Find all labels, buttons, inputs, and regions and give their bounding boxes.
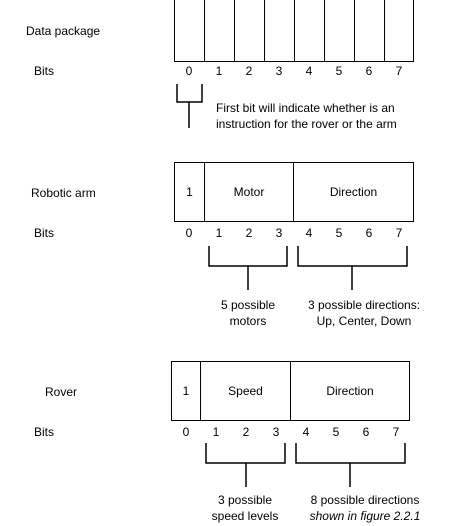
- data-package-bit-cell: [205, 0, 235, 61]
- motors-note-line: motors: [229, 314, 267, 328]
- arm-directions-note-line: 3 possible directions:: [307, 298, 421, 312]
- bit-number: 1: [212, 425, 220, 439]
- bit-number: 0: [182, 425, 190, 439]
- arm-motor-bits-bracket: [208, 246, 288, 290]
- speed-note-line: 3 possible: [217, 493, 273, 507]
- arm-motor-field: Motor: [205, 163, 294, 221]
- bit-number: 6: [365, 226, 373, 240]
- bit-number: 1: [215, 64, 223, 78]
- bit-number: 0: [185, 226, 193, 240]
- bit-number: 3: [275, 64, 283, 78]
- data-package-bit-cell: [295, 0, 325, 61]
- bit-number: 7: [395, 226, 403, 240]
- bit-number: 2: [245, 64, 253, 78]
- bit-number: 3: [275, 226, 283, 240]
- data-package-bit-cell: [325, 0, 355, 61]
- arm-direction-field: Direction: [329, 185, 378, 199]
- data-package-bit-cell: [385, 0, 413, 61]
- bit-number: 7: [392, 425, 400, 439]
- robotic-arm-byte-box: 1 Motor Direction: [174, 162, 414, 222]
- bit-number: 5: [335, 64, 343, 78]
- rover-flag-field: 1: [172, 362, 201, 420]
- speed-note-line: speed levels: [211, 509, 279, 523]
- bit-number: 4: [305, 226, 313, 240]
- data-package-bit-cell: [235, 0, 265, 61]
- rover-direction-bits-bracket: [295, 443, 406, 487]
- rover-speed-field: Speed: [201, 362, 291, 420]
- rover-label: Rover: [45, 385, 78, 399]
- first-bit-note-line: First bit will indicate whether is an: [216, 101, 395, 115]
- data-package-byte-box: [174, 0, 414, 62]
- bit-number: 5: [332, 425, 340, 439]
- bit-number: 6: [365, 64, 373, 78]
- data-package-label: Data package: [26, 24, 101, 38]
- robotic-arm-label: Robotic arm: [31, 186, 96, 200]
- rover-directions-note-line: 8 possible directions: [310, 493, 420, 507]
- data-package-bit-cell: [175, 0, 205, 61]
- robotic-arm-bits-label: Bits: [34, 226, 55, 240]
- bit-number: 1: [215, 226, 223, 240]
- arm-direction-bits-bracket: [297, 246, 408, 290]
- data-package-bit-cell: [355, 0, 385, 61]
- arm-directions-note-line: Up, Center, Down: [316, 314, 412, 328]
- bit-number: 4: [305, 64, 313, 78]
- rover-speed-bits-bracket: [205, 443, 286, 487]
- data-package-bits-label: Bits: [34, 64, 55, 78]
- bit-number: 4: [302, 425, 310, 439]
- bit-number: 6: [362, 425, 370, 439]
- bit-number: 3: [272, 425, 280, 439]
- bit-number: 2: [242, 425, 250, 439]
- data-package-bit-cell: [265, 0, 295, 61]
- rover-bits-label: Bits: [34, 425, 55, 439]
- arm-flag-field: 1: [175, 163, 205, 221]
- bit-number: 0: [185, 64, 193, 78]
- first-bit-note-line: instruction for the rover or the arm: [216, 117, 397, 131]
- rover-directions-note-line: shown in figure 2.2.1: [309, 509, 421, 523]
- bit-number: 5: [335, 226, 343, 240]
- first-bit-bracket: [176, 84, 203, 128]
- bit-number: 2: [245, 226, 253, 240]
- rover-direction-field: Direction: [326, 384, 374, 398]
- rover-byte-box: 1 Speed Direction: [171, 361, 410, 421]
- bit-number: 7: [395, 64, 403, 78]
- motors-note-line: 5 possible: [220, 298, 276, 312]
